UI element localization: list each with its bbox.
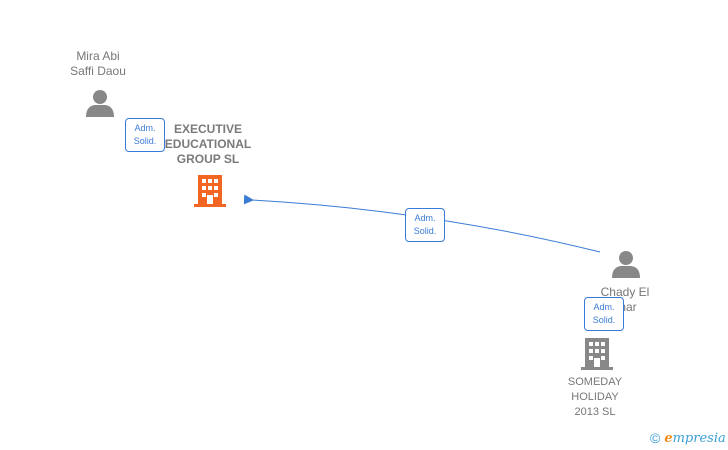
building-icon[interactable] — [194, 173, 226, 207]
relation-badge-mira[interactable]: Adm. Solid. — [125, 118, 165, 152]
badge-line2: Solid. — [592, 315, 616, 325]
copyright-icon: © — [650, 430, 661, 446]
badge-line2: Solid. — [413, 226, 437, 236]
badge-line1: Adm. — [593, 302, 615, 312]
node-label-someday: SOMEDAY HOLIDAY 2013 SL — [567, 376, 623, 418]
node-label-executive: EXECUTIVE EDUCATIONAL GROUP SL — [164, 122, 252, 166]
badge-line2: Solid. — [133, 136, 157, 146]
badge-line1: Adm. — [134, 123, 156, 133]
person-icon[interactable] — [611, 249, 641, 279]
brand-initial: e — [664, 431, 673, 446]
brand-name: mpresia — [672, 431, 726, 446]
relation-badge-chady-someday[interactable]: Adm. Solid. — [584, 297, 624, 331]
badge-line1: Adm. — [414, 213, 436, 223]
person-icon[interactable] — [85, 88, 115, 118]
node-label-mira: Mira Abi Saffi Daou — [70, 49, 126, 78]
building-icon[interactable] — [581, 336, 613, 370]
relation-badge-chady-executive[interactable]: Adm. Solid. — [405, 208, 445, 242]
brand-logo: © empresia — [650, 430, 726, 446]
